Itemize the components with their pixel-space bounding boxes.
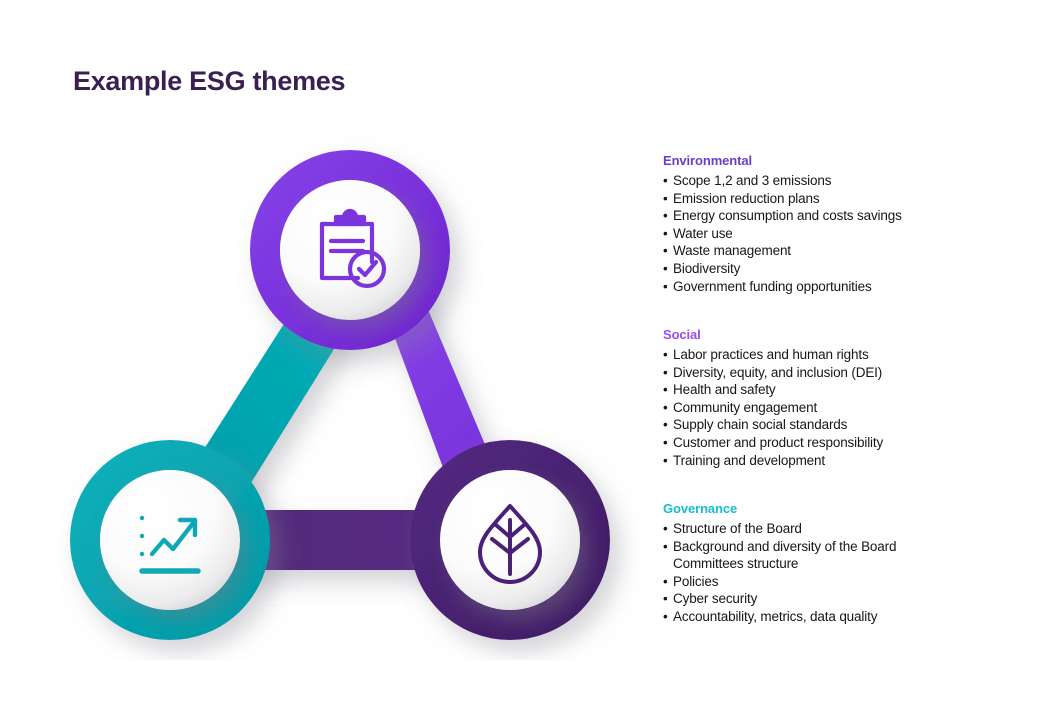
list-item: Structure of the Board: [663, 520, 993, 538]
list-item: Water use: [663, 225, 993, 243]
list-item: Energy consumption and costs savings: [663, 207, 993, 225]
theme-heading-social: Social: [663, 327, 701, 342]
leaf-icon: [478, 504, 542, 584]
esg-triangle-diagram: [60, 130, 640, 660]
list-item: Background and diversity of the Board Co…: [663, 538, 993, 573]
theme-list-governance: Structure of the Board Background and di…: [663, 520, 993, 626]
list-item: Scope 1,2 and 3 emissions: [663, 172, 993, 190]
theme-block-governance: Governance Structure of the Board Backgr…: [663, 501, 993, 626]
list-item: Labor practices and human rights: [663, 346, 993, 364]
list-item: Accountability, metrics, data quality: [663, 608, 993, 626]
list-item: Training and development: [663, 452, 993, 470]
list-item: Emission reduction plans: [663, 190, 993, 208]
theme-list-social: Labor practices and human rights Diversi…: [663, 346, 993, 469]
list-item: Cyber security: [663, 590, 993, 608]
clipboard-check-icon: [319, 208, 387, 289]
list-item: Diversity, equity, and inclusion (DEI): [663, 364, 993, 382]
environmental-node: [410, 440, 610, 640]
governance-node: [250, 150, 450, 350]
list-item: Health and safety: [663, 381, 993, 399]
list-item: Waste management: [663, 242, 993, 260]
list-item: Government funding opportunities: [663, 278, 993, 296]
page-title: Example ESG themes: [73, 66, 346, 96]
theme-block-social: Social Labor practices and human rights …: [663, 327, 993, 469]
list-item: Community engagement: [663, 399, 993, 417]
social-node: [70, 440, 270, 640]
list-item: Customer and product responsibility: [663, 434, 993, 452]
list-item: Biodiversity: [663, 260, 993, 278]
list-item: Policies: [663, 573, 993, 591]
list-item: Supply chain social standards: [663, 416, 993, 434]
growth-chart-icon: [139, 515, 201, 574]
theme-list-environmental: Scope 1,2 and 3 emissions Emission reduc…: [663, 172, 993, 295]
theme-heading-environmental: Environmental: [663, 153, 752, 168]
theme-block-environmental: Environmental Scope 1,2 and 3 emissions …: [663, 153, 993, 295]
theme-heading-governance: Governance: [663, 501, 738, 516]
